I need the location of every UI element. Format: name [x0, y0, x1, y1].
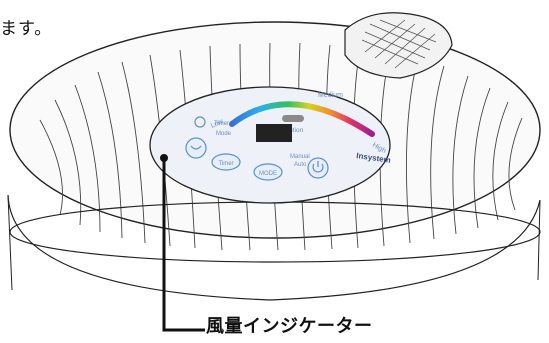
callout-line [162, 158, 205, 332]
filter-icon [194, 116, 206, 128]
label-caution: Caution [281, 127, 304, 134]
mode-button[interactable] [253, 163, 283, 181]
label-mode: Mode [216, 131, 232, 137]
smile-icon [190, 145, 202, 150]
caution-indicator [282, 115, 304, 122]
timer-button[interactable] [211, 153, 241, 171]
digital-display [256, 124, 292, 142]
label-medium: Medium [318, 92, 343, 99]
power-button[interactable] [307, 157, 329, 179]
power-icon [312, 161, 324, 173]
sleep-button[interactable] [185, 137, 207, 159]
label-timer: Timer [214, 121, 229, 127]
mode-button-label: MODE [259, 171, 277, 177]
fan-speed-indicator-arc [229, 101, 375, 137]
control-panel [149, 86, 391, 204]
wind-indicator-label: 風量インジケーター [206, 316, 373, 337]
timer-button-label: Timer [218, 161, 233, 167]
handle-vent [344, 12, 453, 79]
label-auto: Auto [294, 162, 307, 168]
label-manual: Manual [290, 154, 310, 160]
caption-top-text: ます。 [0, 19, 53, 39]
